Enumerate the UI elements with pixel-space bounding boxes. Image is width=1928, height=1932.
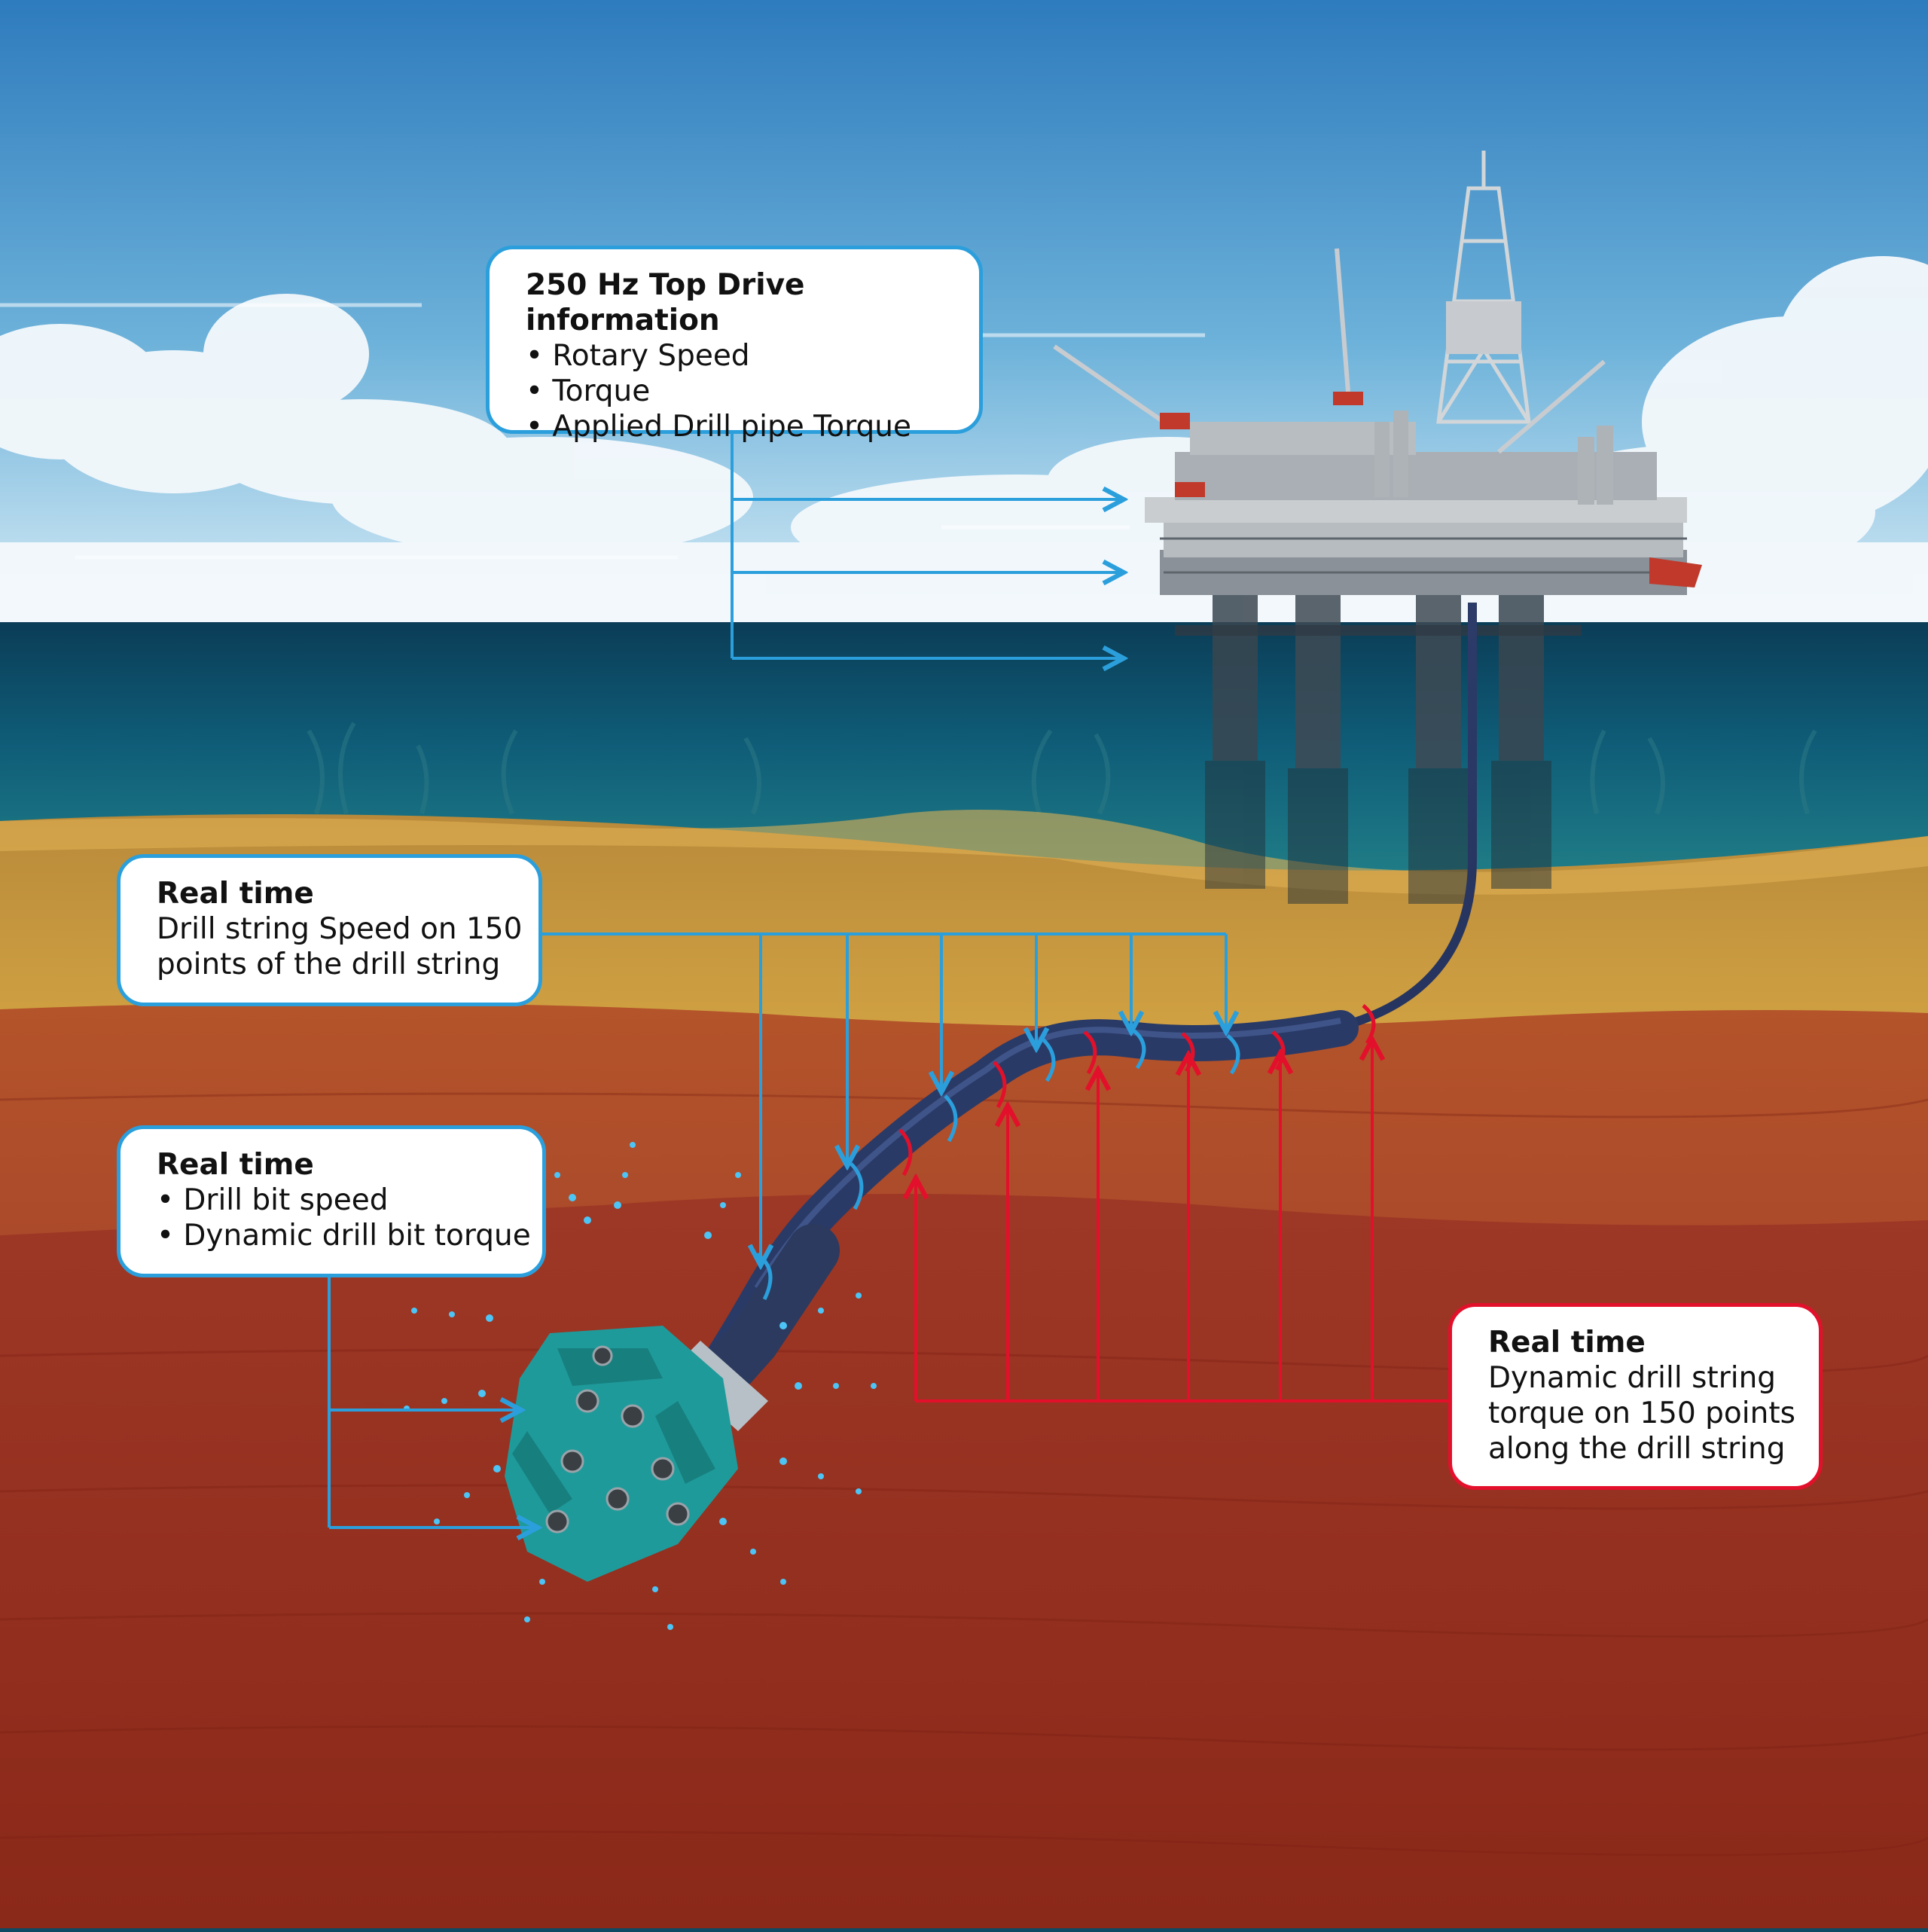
drill-bit (404, 1142, 877, 1630)
string-torque-arrows (916, 1039, 1448, 1402)
string-speed-title: Real time (157, 877, 314, 911)
bit-cutters (545, 1345, 690, 1534)
crane-parts (1160, 392, 1363, 497)
string-speed-callout: Real time Drill string Speed on 150 poin… (117, 854, 542, 1006)
oil-platform (1053, 151, 1702, 904)
cranes (1053, 248, 1606, 454)
top-drive-item-torque: • Torque (526, 374, 651, 408)
string-speed-line-1: Drill string Speed on 150 (157, 912, 523, 946)
string-torque-line-2: torque on 150 points (1488, 1396, 1795, 1430)
bit-item-speed: • Drill bit speed (157, 1183, 389, 1217)
string-torque-line-1: Dynamic drill string (1488, 1361, 1777, 1395)
stacks (1374, 411, 1613, 505)
string-speed-arrows (542, 932, 1226, 1265)
platform-reflection (1205, 761, 1551, 904)
string-speed-line-2: points of the drill string (157, 948, 501, 981)
bit-title: Real time (157, 1148, 314, 1182)
drill-string-highlight (754, 1018, 1341, 1290)
bit-callout: Real time • Drill bit speed • Dynamic dr… (117, 1125, 546, 1277)
bit-blades (512, 1348, 715, 1514)
bit-item-torque: • Dynamic drill bit torque (157, 1219, 531, 1253)
top-drive-callout: 250 Hz Top Drive information • Rotary Sp… (486, 246, 983, 444)
top-drive-item-applied-torque: • Applied Drill pipe Torque (526, 410, 911, 444)
string-torque-title: Real time (1488, 1326, 1646, 1360)
string-torque-line-3: along the drill string (1488, 1432, 1786, 1466)
sky-streaks (0, 303, 1205, 560)
rock-layer-lower (0, 1194, 1928, 1928)
lifeboat (1649, 557, 1702, 588)
top-drive-title: 250 Hz Top Drive information (526, 268, 805, 337)
top-drive-item-rotary-speed: • Rotary Speed (526, 339, 750, 373)
derrick-housing (1446, 301, 1521, 354)
platform-legs (1175, 588, 1582, 768)
seabed-plants (307, 722, 1817, 815)
bit-arrows (328, 1277, 538, 1528)
top-drive-arrows (731, 434, 1124, 658)
string-torque-callout: Real time Dynamic drill string torque on… (1448, 1303, 1823, 1490)
platform-decks (1145, 422, 1687, 595)
